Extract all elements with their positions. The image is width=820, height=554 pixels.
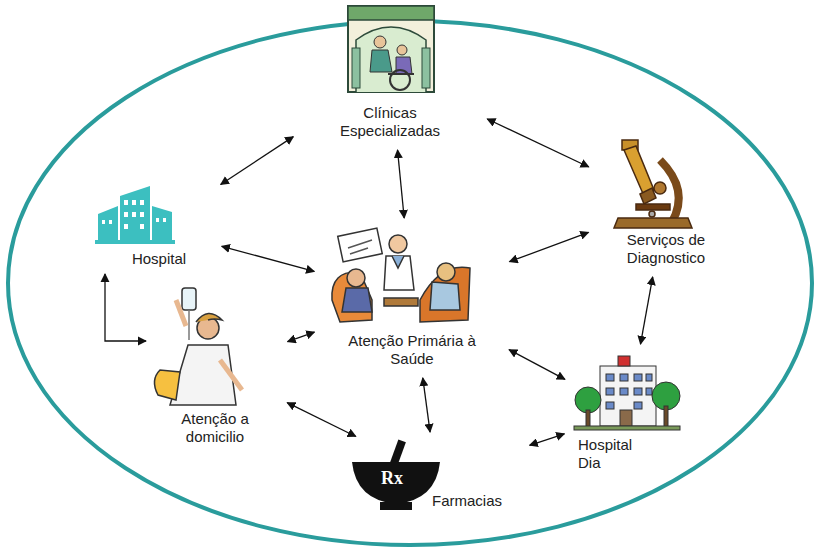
icon-space (300, 4, 480, 104)
connector-arrow (222, 246, 315, 271)
connector-arrow (105, 274, 146, 341)
icon-label: Rx (381, 468, 403, 489)
node-label: Clínicas Especializadas (325, 104, 455, 142)
connector-arrow (640, 277, 652, 344)
hospital-node: Hospital (95, 186, 214, 270)
icon-space (322, 226, 502, 332)
connector-arrow (509, 350, 565, 380)
pharmacy-node: Farmacias (350, 440, 522, 512)
connector-arrow (288, 332, 315, 341)
hospital-icon (95, 186, 175, 244)
icon-space (572, 352, 684, 436)
node-label: Serviços de Diagnostico (611, 231, 721, 269)
clinic-icon (348, 6, 434, 92)
connector-arrow (509, 232, 588, 261)
connector-arrow (530, 434, 565, 445)
icon-space (150, 286, 280, 410)
icon-space (596, 138, 736, 231)
node-label: Farmacias (432, 492, 502, 512)
connector-arrow (287, 403, 356, 437)
connector-arrow (398, 150, 405, 218)
microscope-icon (614, 140, 692, 228)
day-hospital-node: Hospital Dia (572, 352, 684, 474)
node-label: Atenção Primária à Saúde (342, 332, 482, 370)
node-label: Atenção a domicilio (170, 410, 260, 448)
nurse-icon (154, 288, 242, 405)
home-care-node: Atenção a domicilio (150, 286, 280, 448)
clinic-node: Clínicas Especializadas (300, 4, 480, 142)
node-label: Hospital Dia (578, 436, 648, 474)
connector-arrow (221, 137, 294, 185)
day-hospital-icon (574, 356, 680, 430)
primary-care-node: Atenção Primária à Saúde (322, 226, 502, 370)
outer-ellipse (8, 21, 812, 545)
consultation-icon (332, 228, 470, 322)
connector-arrow (487, 119, 589, 167)
node-label: Hospital (104, 250, 214, 270)
icon-space (95, 186, 214, 250)
mortar-icon (352, 440, 440, 510)
diagnostic-node: Serviços de Diagnostico (596, 138, 736, 269)
connector-arrow (423, 378, 430, 432)
